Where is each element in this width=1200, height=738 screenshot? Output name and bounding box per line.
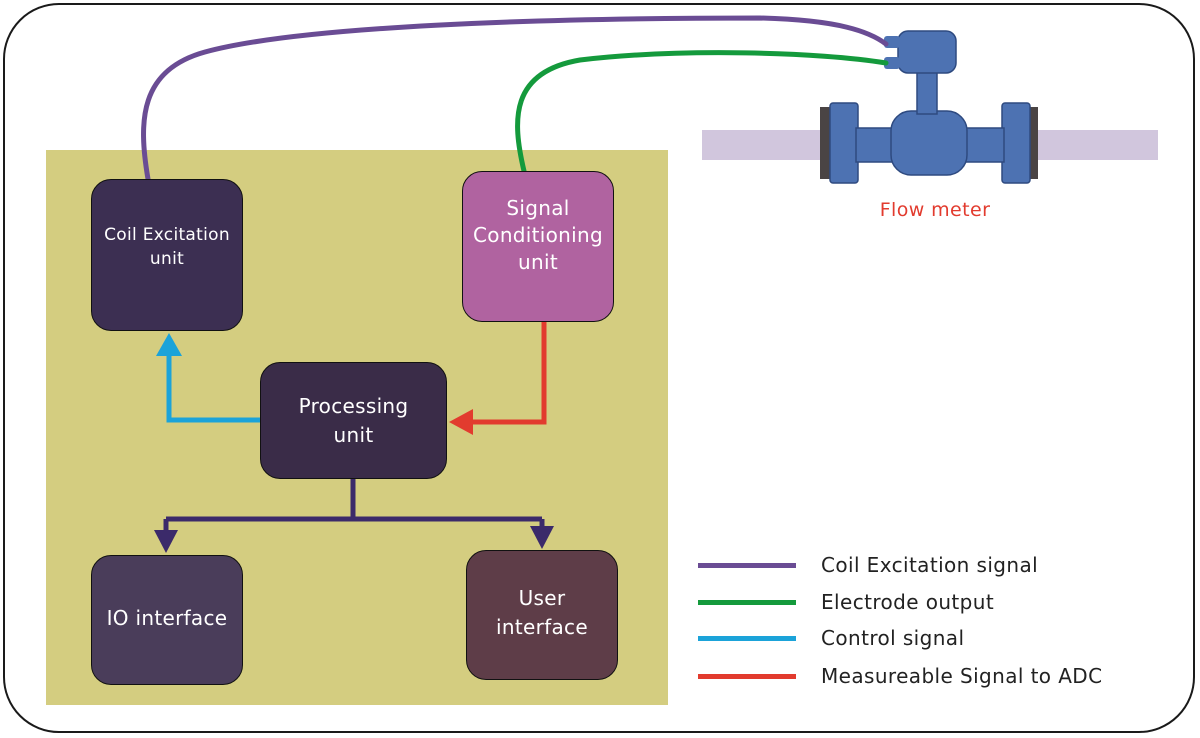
io-arrow (154, 530, 178, 553)
legend-swatch (698, 599, 796, 605)
user-interface-unit: User interface (466, 550, 618, 680)
signal-conditioning-unit: Signal Conditioning unit (462, 171, 614, 322)
legend-label: Electrode output (821, 590, 995, 614)
internal-bus-line (163, 479, 545, 536)
measurable-signal-arrow (449, 409, 473, 435)
legend-label: Coil Excitation signal (821, 553, 1039, 577)
user-arrow (530, 526, 554, 549)
legend-label: Control signal (821, 626, 965, 650)
legend-item-coil: Coil Excitation signal (698, 551, 1038, 579)
legend-swatch (698, 635, 796, 641)
flow-meter-label: Flow meter (879, 199, 991, 221)
electrode-output-wire (515, 50, 889, 174)
control-signal-arrow (156, 333, 182, 356)
processing-unit: Processing unit (260, 362, 447, 479)
control-signal-line (166, 352, 260, 423)
legend-item-control: Control signal (698, 624, 964, 652)
coil-excitation-unit: Coil Excitation unit (91, 179, 243, 331)
legend-swatch (698, 562, 796, 568)
legend-label: Measureable Signal to ADC (821, 664, 1103, 688)
coil-excitation-wire (141, 15, 889, 182)
io-interface-unit: IO interface (91, 555, 243, 685)
flow-meter-icon (820, 30, 1038, 184)
legend-swatch (698, 673, 796, 679)
measurable-signal-line (470, 322, 547, 425)
legend-item-measurable: Measureable Signal to ADC (698, 662, 1102, 690)
legend-item-electrode: Electrode output (698, 588, 994, 616)
